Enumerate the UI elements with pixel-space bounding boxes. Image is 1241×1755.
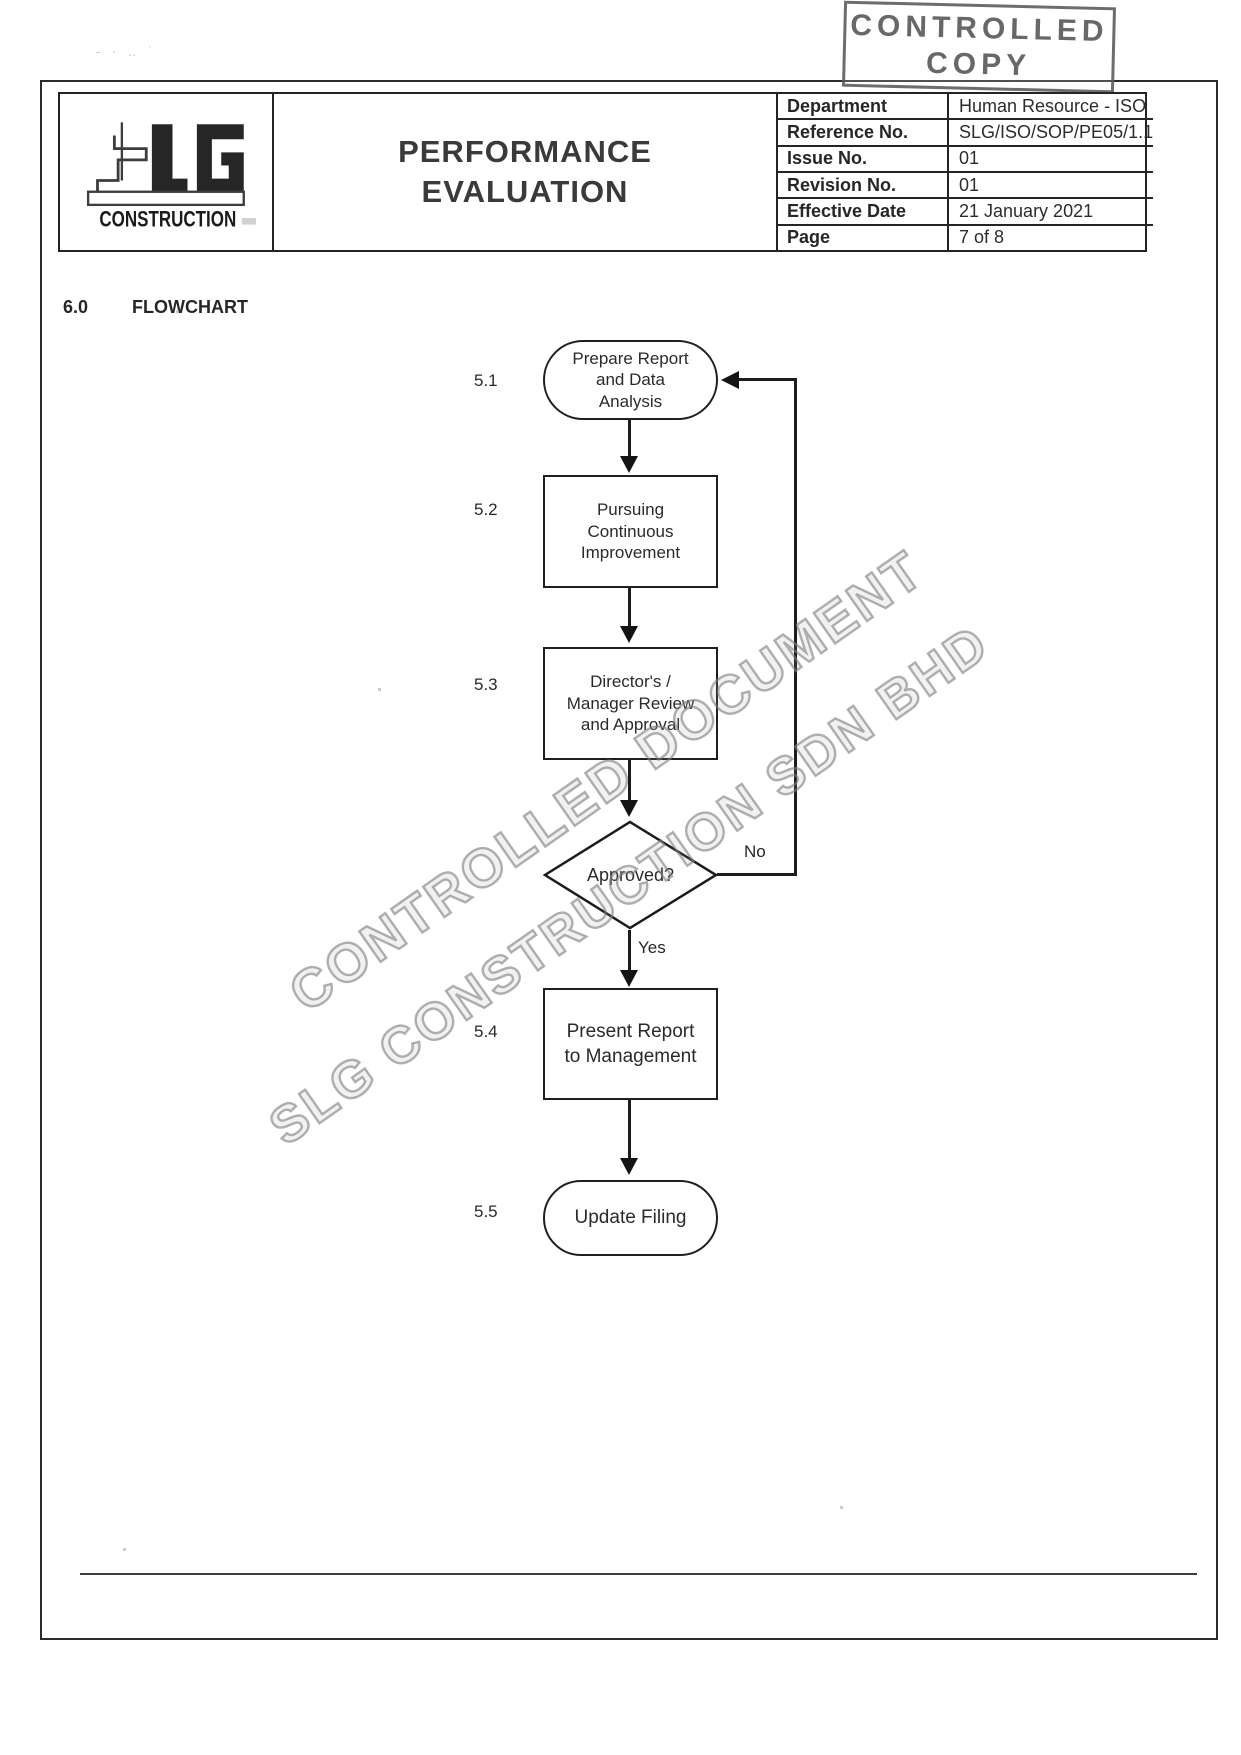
flow-connector — [628, 420, 631, 458]
flow-node-pursuing-improvement: Pursuing Continuous Improvement — [543, 475, 718, 588]
flow-connector-feedback — [794, 378, 797, 876]
stamp-line-1: CONTROLLED — [849, 8, 1109, 49]
node-text-line: Analysis — [598, 391, 663, 411]
node-text-line: Prepare Report — [572, 348, 689, 368]
footer-separator-line — [80, 1573, 1197, 1575]
info-value: Human Resource - ISO — [959, 95, 1147, 116]
scan-artifact — [123, 1548, 126, 1551]
flow-connector — [628, 760, 631, 802]
step-number-5-4: 5.4 — [474, 1022, 498, 1041]
flow-connector — [628, 930, 631, 972]
scan-artifact — [378, 688, 381, 691]
step-number-5-1: 5.1 — [474, 371, 498, 390]
controlled-copy-stamp: CONTROLLED COPY — [841, 0, 1117, 94]
node-text-line: Present Report — [566, 1021, 695, 1042]
arrow-down-icon — [620, 800, 638, 817]
title-line-2: EVALUATION — [421, 174, 629, 209]
info-value: 7 of 8 — [959, 227, 1005, 248]
flow-node-prepare-report: Prepare Report and Data Analysis — [543, 340, 718, 420]
step-number-5-3: 5.3 — [474, 675, 498, 694]
info-value: 01 — [959, 174, 980, 195]
info-row-page: Page 7 of 8 — [778, 223, 1154, 250]
node-text-line: to Management — [564, 1046, 697, 1067]
title-cell: PERFORMANCE EVALUATION — [272, 94, 778, 250]
arrow-down-icon — [620, 970, 638, 987]
flow-node-director-review: Director's / Manager Review and Approval — [543, 647, 718, 760]
decision-label: Approved? — [586, 864, 675, 885]
arrow-down-icon — [620, 626, 638, 643]
node-text-line: and Data — [595, 370, 665, 390]
page-border — [40, 80, 1218, 1640]
flow-node-update-filing: Update Filing — [543, 1180, 718, 1256]
arrow-down-icon — [620, 456, 638, 473]
info-row-issue-no: Issue No. 01 — [778, 144, 1154, 171]
flow-connector — [628, 588, 631, 628]
info-label: Department — [778, 94, 949, 119]
section-number: 6.0 — [63, 297, 89, 317]
flow-connector-feedback-top — [739, 378, 797, 381]
node-text-line: Update Filing — [574, 1207, 687, 1229]
branch-label-no: No — [744, 842, 766, 861]
info-value: SLG/ISO/SOP/PE05/1.1 — [959, 121, 1154, 142]
info-label: Effective Date — [778, 199, 949, 224]
logo-cell: CONSTRUCTION — [60, 94, 272, 250]
arrow-down-icon — [620, 1158, 638, 1175]
info-value: 21 January 2021 — [959, 200, 1094, 221]
decision-diamond — [543, 820, 718, 930]
scan-artifact: ‐ · ‥ ˙ — [96, 44, 157, 59]
info-label: Revision No. — [778, 172, 949, 198]
stamp-line-2: COPY — [925, 46, 1032, 83]
branch-label-yes: Yes — [638, 938, 666, 957]
arrow-left-icon — [721, 371, 739, 389]
header-table: CONSTRUCTION PERFORMANCE EVALUATION Depa… — [58, 92, 1154, 252]
node-text-line: Continuous — [587, 521, 674, 541]
info-row-reference-no: Reference No. SLG/ISO/SOP/PE05/1.1 — [778, 118, 1154, 145]
node-text-line: Manager Review — [566, 693, 695, 713]
step-number-5-2: 5.2 — [474, 500, 498, 519]
info-row-revision-no: Revision No. 01 — [778, 170, 1154, 198]
scan-artifact — [840, 1506, 843, 1509]
info-label: Issue No. — [778, 146, 949, 171]
node-text-line: and Approval — [580, 715, 681, 735]
info-label: Reference No. — [778, 120, 949, 145]
slg-construction-logo: CONSTRUCTION — [86, 122, 256, 231]
logo-construction-text: CONSTRUCTION — [99, 206, 236, 231]
flow-connector — [628, 1100, 631, 1160]
node-text-line: Director's / — [590, 672, 671, 692]
section-title: FLOWCHART — [132, 297, 248, 317]
step-number-5-5: 5.5 — [474, 1202, 498, 1221]
title-line-1: PERFORMANCE — [398, 134, 652, 169]
document-title: PERFORMANCE EVALUATION — [398, 132, 652, 212]
info-label: Page — [778, 225, 949, 250]
info-row-effective-date: Effective Date 21 January 2021 — [778, 197, 1154, 224]
node-text-line: Pursuing — [596, 500, 665, 520]
flow-connector-no-branch — [717, 873, 797, 876]
flow-node-present-report: Present Report to Management — [543, 988, 718, 1100]
info-value: 01 — [959, 148, 980, 169]
document-info-table: Department Human Resource - ISO Referenc… — [778, 94, 1154, 250]
scan-artifact — [176, 310, 179, 313]
node-text-line: Improvement — [580, 543, 681, 563]
info-row-department: Department Human Resource - ISO — [778, 94, 1153, 119]
